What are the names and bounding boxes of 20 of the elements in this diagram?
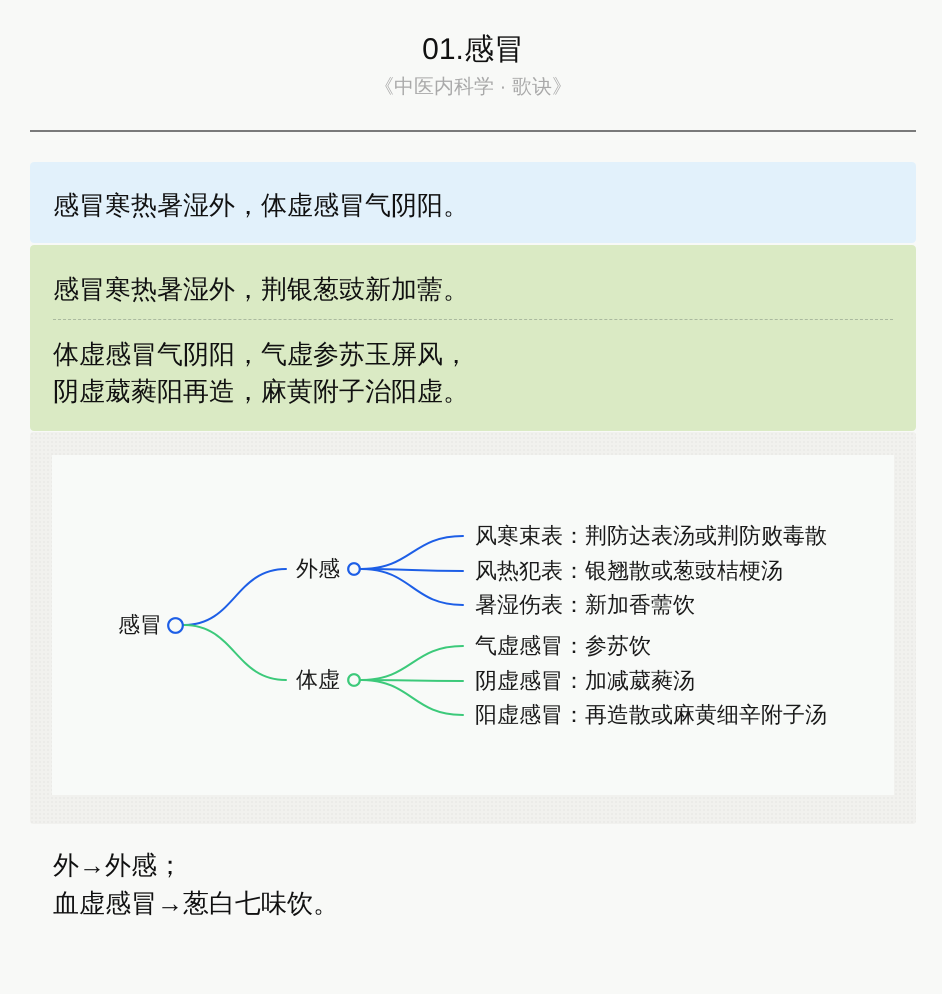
topic-label: 感冒 — [118, 611, 162, 639]
branch-line — [360, 568, 464, 606]
topic-label: 阴虚感冒：加减葳蕤汤 — [475, 667, 695, 695]
topic-label: 外感 — [296, 555, 340, 583]
verse-panel — [30, 245, 916, 431]
title: 01.感冒 — [422, 32, 524, 68]
note-text: 外→外感； — [53, 849, 183, 882]
branch-line — [183, 624, 287, 681]
note-text: 血虚感冒→葱白七味饮。 — [53, 887, 339, 920]
branch-line — [360, 679, 464, 716]
topic-label: 风热犯表：银翘散或葱豉桔梗汤 — [475, 557, 783, 585]
subtitle: 《中医内科学 · 歌诀》 — [374, 75, 572, 100]
topic-label: 阳虚感冒：再造散或麻黄细辛附子汤 — [475, 701, 827, 729]
verse-text: 感冒寒热暑湿外，体虚感冒气阴阳。 — [53, 189, 469, 222]
topic-label: 暑湿伤表：新加香薷饮 — [475, 591, 695, 619]
topic-label: 风寒束表：荆防达表汤或荆防败毒散 — [475, 522, 827, 550]
topic-label: 气虚感冒：参苏饮 — [475, 632, 651, 660]
topic-label: 体虚 — [296, 666, 340, 694]
verse-text: 体虚感冒气阴阳，气虚参苏玉屏风，阴虚葳蕤阳再造，麻黄附子治阳虚。 — [53, 338, 470, 408]
verse-text: 感冒寒热暑湿外，荆银葱豉新加薷。 — [53, 273, 469, 306]
